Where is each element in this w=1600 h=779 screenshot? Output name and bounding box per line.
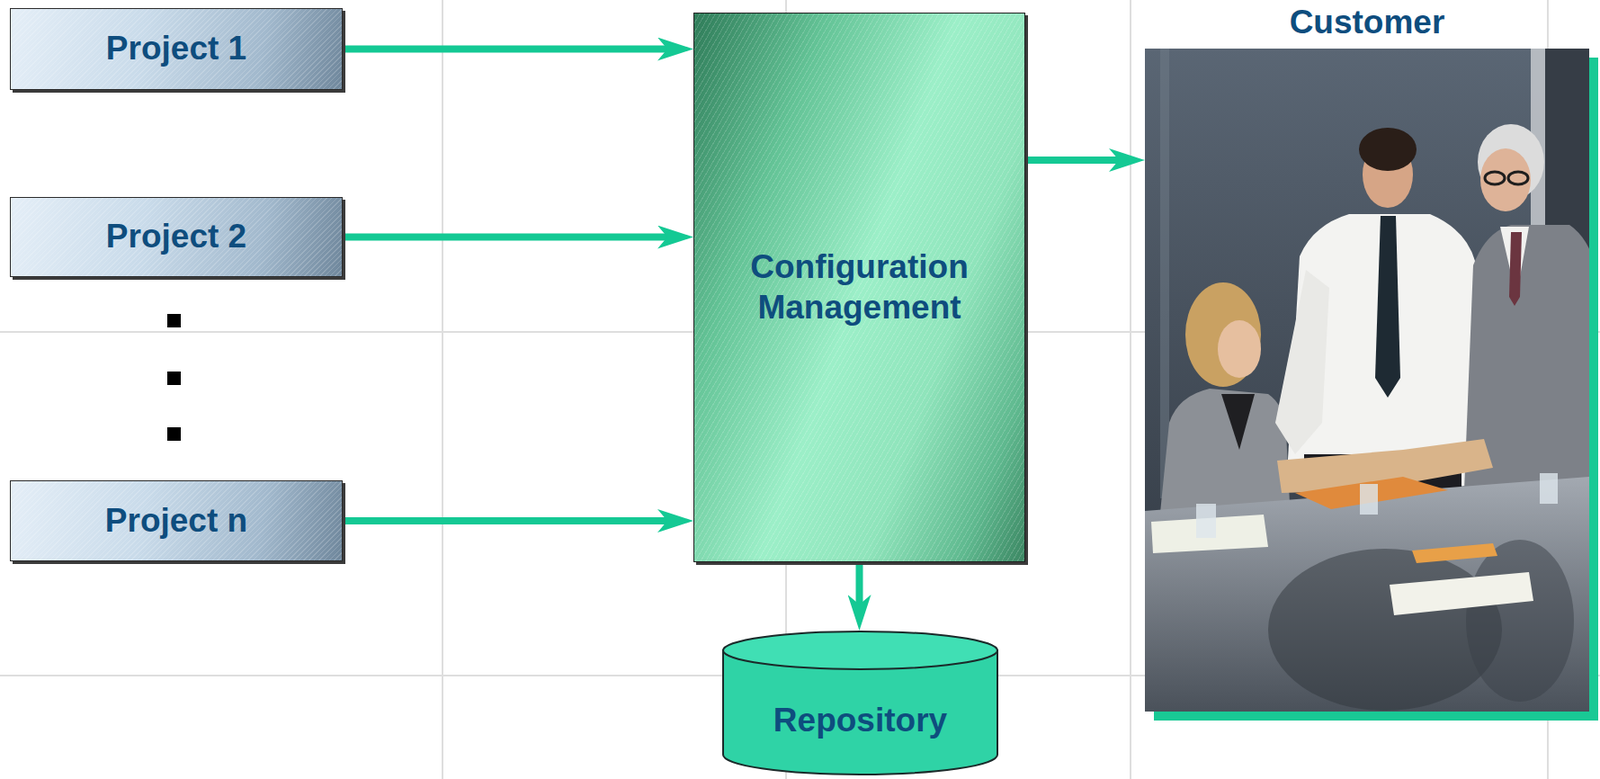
flow-arrow [342, 233, 678, 242]
project-box: Project 2 [9, 196, 343, 278]
flow-arrow [342, 517, 678, 525]
flow-arrow [342, 45, 678, 54]
node-label: Customer [1289, 1, 1446, 44]
folder [1412, 543, 1498, 564]
flow-arrow [1025, 156, 1129, 164]
customer-photo [1144, 48, 1590, 712]
node-label: Project 2 [106, 216, 247, 257]
water-glass [1539, 473, 1558, 504]
node-label: Repository [773, 700, 948, 741]
glasses [1484, 171, 1505, 185]
woman-hair [1185, 282, 1261, 387]
ellipsis-dots [167, 313, 181, 441]
older-man-face [1480, 148, 1531, 212]
project-box: Project n [9, 480, 343, 562]
grid-line [441, 0, 444, 779]
woman-blouse [1221, 393, 1255, 450]
grid-line [1129, 0, 1132, 779]
table [1144, 476, 1590, 712]
man-tie [1375, 215, 1401, 398]
notepad [1389, 572, 1534, 616]
node-label: Project 1 [106, 28, 247, 69]
man-arm [1275, 269, 1330, 455]
ellipsis-dot [167, 427, 181, 441]
ellipsis-dot [167, 313, 181, 328]
flow-arrow [856, 562, 864, 615]
water-glass [1196, 503, 1216, 538]
man-hair [1358, 127, 1417, 171]
water-glass [1359, 483, 1378, 515]
repository-cylinder: Repository [722, 630, 999, 776]
glasses [1508, 171, 1529, 185]
ellipsis-dot [167, 371, 181, 385]
table-reflection [1465, 539, 1574, 702]
node-label: Configuration Management [703, 247, 1016, 328]
wall-panel [1160, 48, 1170, 499]
woman-face [1217, 320, 1261, 378]
customer-photo-node: Customer [1144, 1, 1590, 712]
node-label: Project n [105, 500, 248, 541]
project-box: Project 1 [9, 8, 343, 90]
cylinder-top [723, 631, 998, 670]
older-man-tie [1509, 232, 1522, 306]
process-box: Configuration Management [693, 12, 1026, 563]
